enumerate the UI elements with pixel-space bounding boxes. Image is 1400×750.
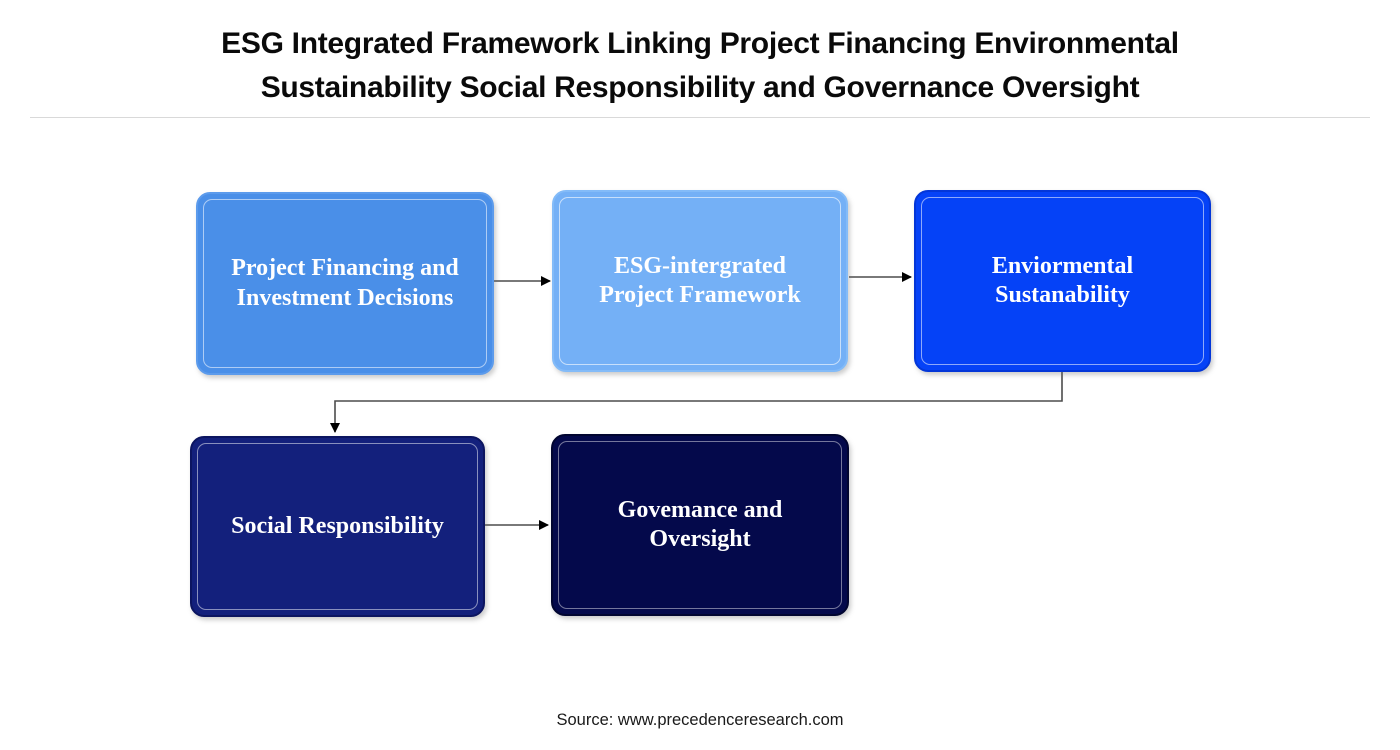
flow-box-label: ESG-intergrated Project Framework — [599, 252, 801, 308]
flow-box-esg-integrated-framework: ESG-intergrated Project Framework — [552, 190, 848, 372]
flow-box-label: Enviormental Sustanability — [991, 252, 1134, 308]
page-title-line-2: Sustainability Social Responsibility and… — [260, 71, 1140, 104]
page-title: ESG Integrated Framework Linking Project… — [0, 22, 1400, 110]
flow-box-environmental-sustainability: Enviormental Sustanability — [914, 190, 1211, 372]
source-text: Source: www.precedenceresearch.com — [556, 711, 844, 729]
flow-box-project-financing: Project Financing and Investment Decisio… — [196, 192, 494, 375]
flow-box-label: Govemance and Oversight — [617, 496, 783, 552]
flow-box-label: Social Responsibility — [231, 512, 444, 539]
arrow-box3-to-box4-elbow — [330, 372, 1063, 433]
page-title-line-1: ESG Integrated Framework Linking Project… — [221, 27, 1179, 60]
flow-box-social-responsibility: Social Responsibility — [190, 436, 485, 617]
flow-box-governance-oversight: Govemance and Oversight — [551, 434, 849, 616]
title-divider — [30, 117, 1370, 118]
flow-box-label: Project Financing and Investment Decisio… — [231, 255, 459, 311]
